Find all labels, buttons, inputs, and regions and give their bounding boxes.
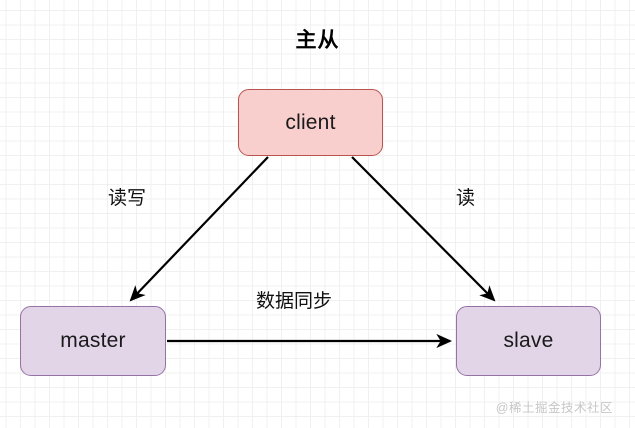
node-master[interactable]: master: [20, 306, 166, 376]
watermark: @稀土掘金技术社区: [495, 401, 613, 415]
edge-label-read: 读: [456, 188, 476, 209]
edge-client-to-master: [129, 156, 269, 302]
edge-label-read-write: 读写: [108, 188, 147, 209]
edge-client-to-slave: [351, 156, 496, 302]
edge-label-data-sync: 数据同步: [256, 291, 333, 312]
node-slave[interactable]: slave: [456, 306, 601, 376]
node-client[interactable]: client: [238, 89, 383, 156]
diagram-title: 主从: [295, 29, 340, 52]
